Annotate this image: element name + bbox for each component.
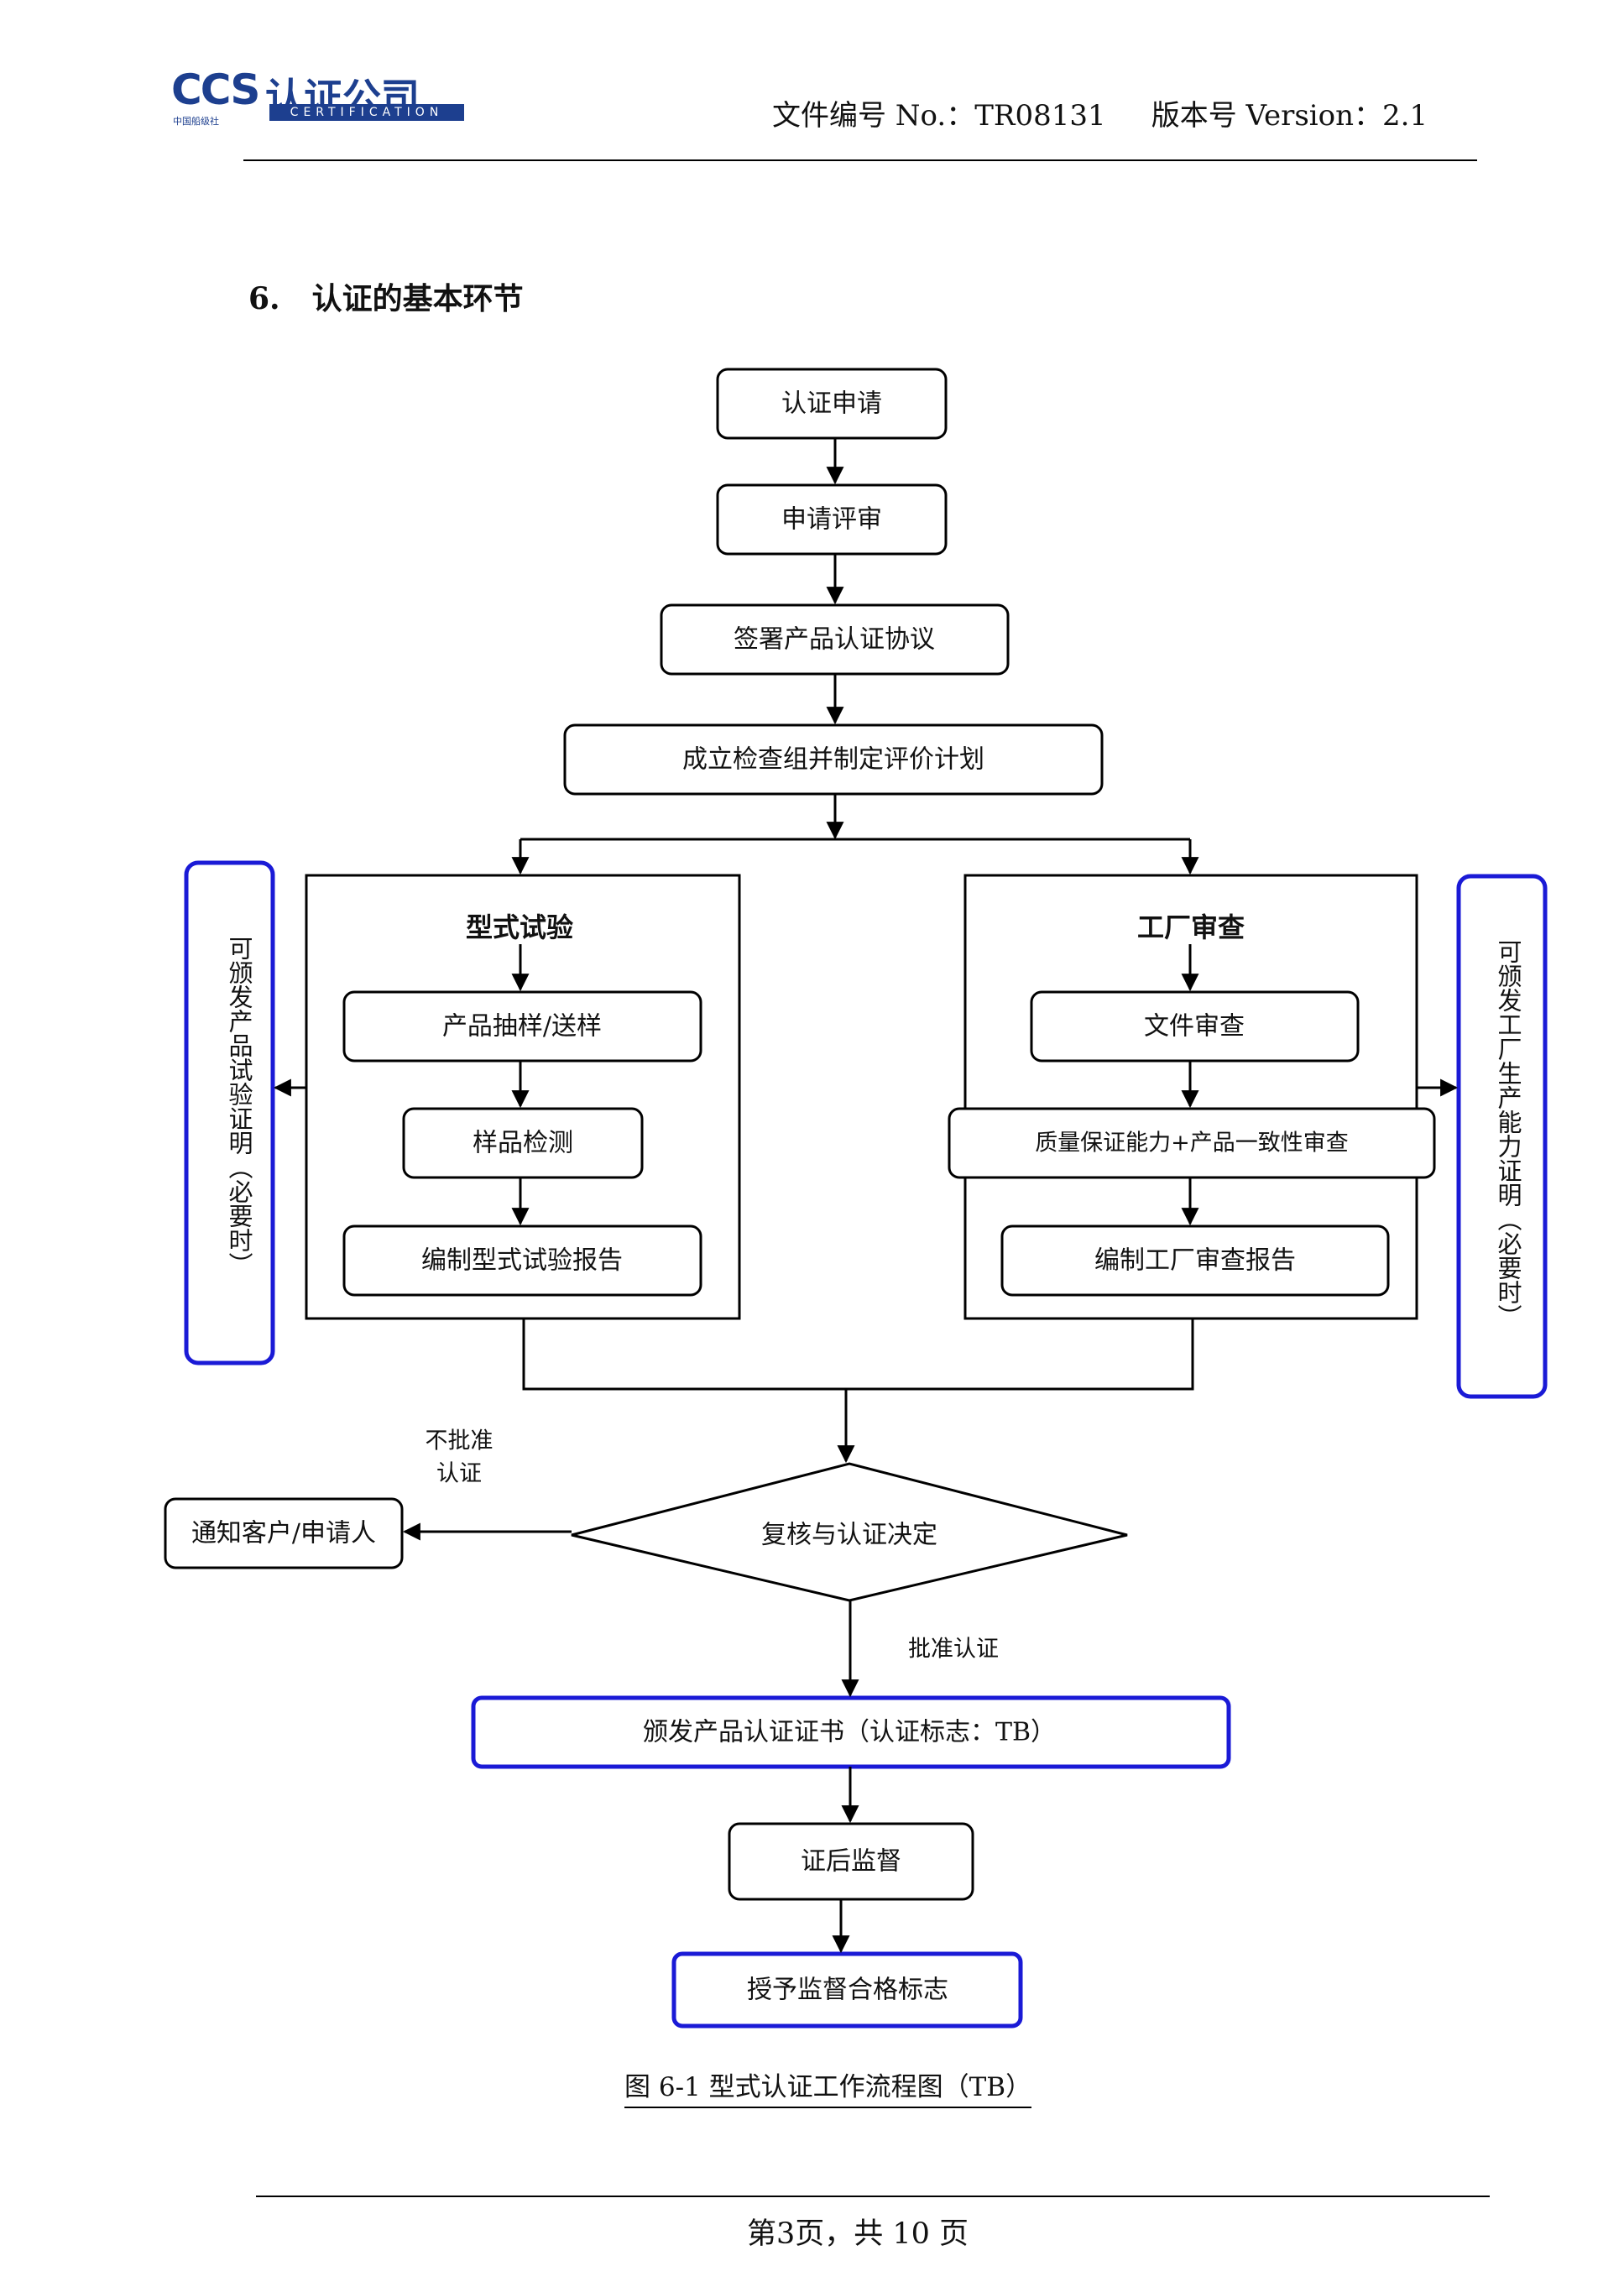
sampling-box <box>342 990 702 1063</box>
review-apply-box <box>716 483 948 556</box>
evaluation-plan-box <box>563 723 1104 796</box>
type-test-report-box <box>342 1224 702 1297</box>
surveillance-label: 证后监督 <box>801 1847 901 1877</box>
certificate-label: 颁发产品认证证书（认证标志：TB） <box>643 1718 1056 1747</box>
reject-label-line1: 不批准 <box>426 1428 493 1454</box>
section-title: 6. 认证的基本环节 <box>248 274 524 318</box>
type-test-report-label: 编制型式试验报告 <box>421 1246 623 1276</box>
section-heading: 认证的基本环节 <box>311 281 524 316</box>
grant-mark-box <box>671 1951 1023 2029</box>
page-number: 第3页，共 10 页 <box>747 2217 969 2251</box>
evaluation-plan-label: 成立检查组并制定评价计划 <box>682 745 984 775</box>
header-divider <box>243 159 1477 161</box>
factory-report-label: 编制工厂审查报告 <box>1094 1246 1296 1276</box>
ccs-logo: CCS 认证公司 中国船级社 CERTIFICATION <box>171 65 465 128</box>
version: 2.1 <box>1382 99 1428 133</box>
sampling-label: 产品抽样/送样 <box>442 1012 602 1042</box>
apply-box <box>716 368 948 440</box>
logo-cert-text: CERTIFICATION <box>269 104 464 121</box>
product-test-certificate-note <box>184 860 275 1365</box>
document-info: 文件编号 No.：TR08131 版本号 Version：2.1 <box>772 92 1428 133</box>
doc-no-label: 文件编号 No.： <box>772 99 975 133</box>
review-apply-label: 申请评审 <box>781 505 882 535</box>
quality-assurance-label: 质量保证能力+产品一致性审查 <box>1035 1130 1349 1157</box>
document-review-label: 文件审查 <box>1144 1012 1245 1042</box>
section-number: 6. <box>248 281 280 316</box>
version-label: 版本号 Version： <box>1151 99 1383 133</box>
factory-report-box <box>1000 1224 1390 1297</box>
type-test-title: 型式试验 <box>466 911 573 943</box>
sample-testing-box <box>402 1107 644 1179</box>
factory-capability-certificate-note <box>1456 874 1548 1399</box>
decision-label: 复核与认证决定 <box>761 1521 937 1550</box>
grant-mark-label: 授予监督合格标志 <box>747 1976 948 2005</box>
decision-diamond <box>571 1462 1128 1602</box>
figure-caption: 图 6-1 型式认证工作流程图（TB） <box>624 2065 1032 2108</box>
logo-sub-text: 中国船级社 <box>173 116 219 127</box>
apply-label: 认证申请 <box>781 389 882 419</box>
document-review-box <box>1030 990 1360 1063</box>
notify-client-box <box>164 1497 404 1569</box>
approve-label: 批准认证 <box>908 1637 999 1663</box>
left-note-text: 可颁发产品试验证明（必要时） <box>225 936 253 1277</box>
quality-assurance-box <box>948 1107 1436 1179</box>
doc-no: TR08131 <box>974 99 1106 133</box>
right-note-text: 可颁发工厂生产能力证明（必要时） <box>1494 939 1522 1329</box>
footer-divider <box>256 2196 1490 2197</box>
notify-client-label: 通知客户/申请人 <box>191 1519 376 1548</box>
flow-connectors <box>273 438 1459 1954</box>
sign-agreement-label: 签署产品认证协议 <box>734 625 935 655</box>
logo-ccs-text: CCS <box>171 65 260 114</box>
sample-testing-label: 样品检测 <box>473 1129 573 1158</box>
surveillance-box <box>728 1822 974 1901</box>
factory-inspection-title: 工厂审查 <box>1137 911 1245 943</box>
reject-label-line2: 认证 <box>436 1461 482 1487</box>
